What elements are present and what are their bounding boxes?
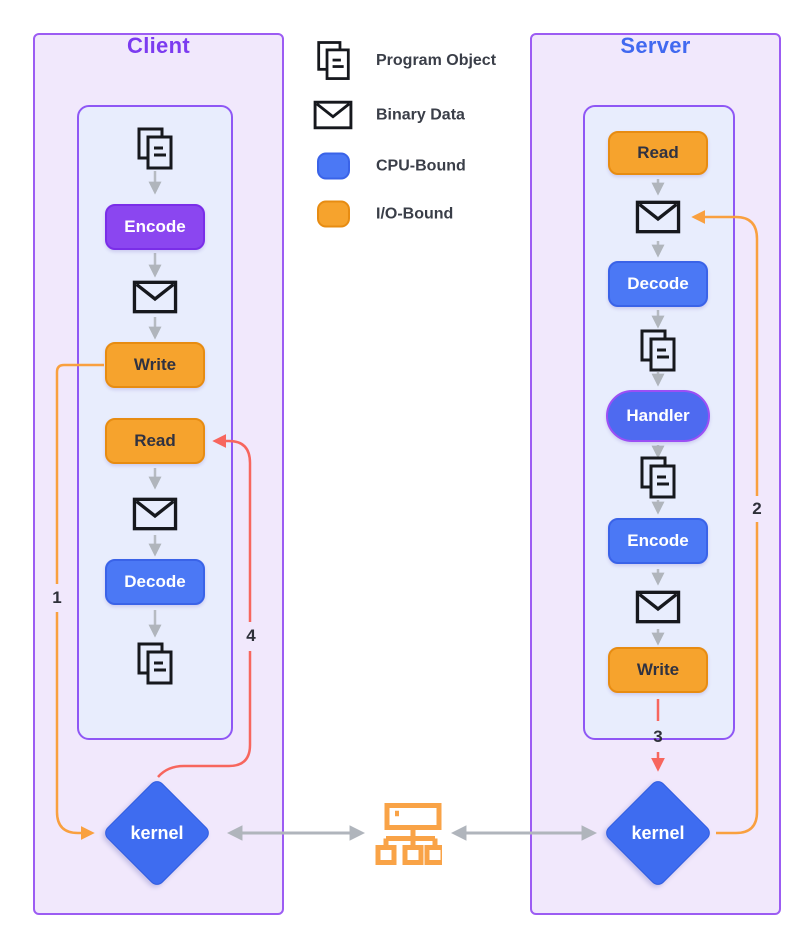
legend-label: Program Object xyxy=(376,52,497,69)
server-kernel-diamond: kernel xyxy=(602,777,714,889)
program-object-icon xyxy=(638,329,678,373)
step-label-1: 1 xyxy=(52,588,62,607)
client-read-node: Read xyxy=(105,418,205,464)
kernel-label: kernel xyxy=(631,822,685,843)
legend-label: CPU-Bound xyxy=(376,157,466,174)
legend-label: Binary Data xyxy=(376,106,465,123)
client-encode-node: Encode xyxy=(105,204,205,250)
server-decode-node: Decode xyxy=(608,261,708,307)
legend-item-binary-data: Binary Data xyxy=(312,100,465,130)
server-panel-title: Server xyxy=(620,33,691,58)
client-decode-node: Decode xyxy=(105,559,205,605)
cpu-bound-swatch xyxy=(312,152,354,180)
program-object-icon xyxy=(135,127,175,171)
io-bound-swatch xyxy=(312,200,354,228)
client-panel-title: Client xyxy=(127,33,190,58)
legend-item-program-object: Program Object xyxy=(312,40,496,82)
program-object-icon xyxy=(135,642,175,686)
server-handler-node: Handler xyxy=(606,390,710,442)
step-label-2: 2 xyxy=(752,499,762,518)
binary-data-icon xyxy=(635,590,681,624)
binary-data-icon xyxy=(312,100,354,130)
step-label-4: 4 xyxy=(246,626,256,645)
binary-data-icon xyxy=(132,280,178,314)
kernel-label: kernel xyxy=(130,822,184,843)
legend-label: I/O-Bound xyxy=(376,205,454,222)
client-kernel-diamond: kernel xyxy=(101,777,213,889)
binary-data-icon xyxy=(132,497,178,531)
legend-item-io-bound: I/O-Bound xyxy=(312,200,454,228)
step-label-3: 3 xyxy=(653,727,663,746)
server-read-node: Read xyxy=(608,131,708,175)
network-icon xyxy=(374,803,446,866)
client-write-node: Write xyxy=(105,342,205,388)
server-encode-node: Encode xyxy=(608,518,708,564)
program-object-icon xyxy=(312,40,354,82)
legend-item-cpu-bound: CPU-Bound xyxy=(312,152,466,180)
program-object-icon xyxy=(638,456,678,500)
server-write-node: Write xyxy=(608,647,708,693)
binary-data-icon xyxy=(635,200,681,234)
